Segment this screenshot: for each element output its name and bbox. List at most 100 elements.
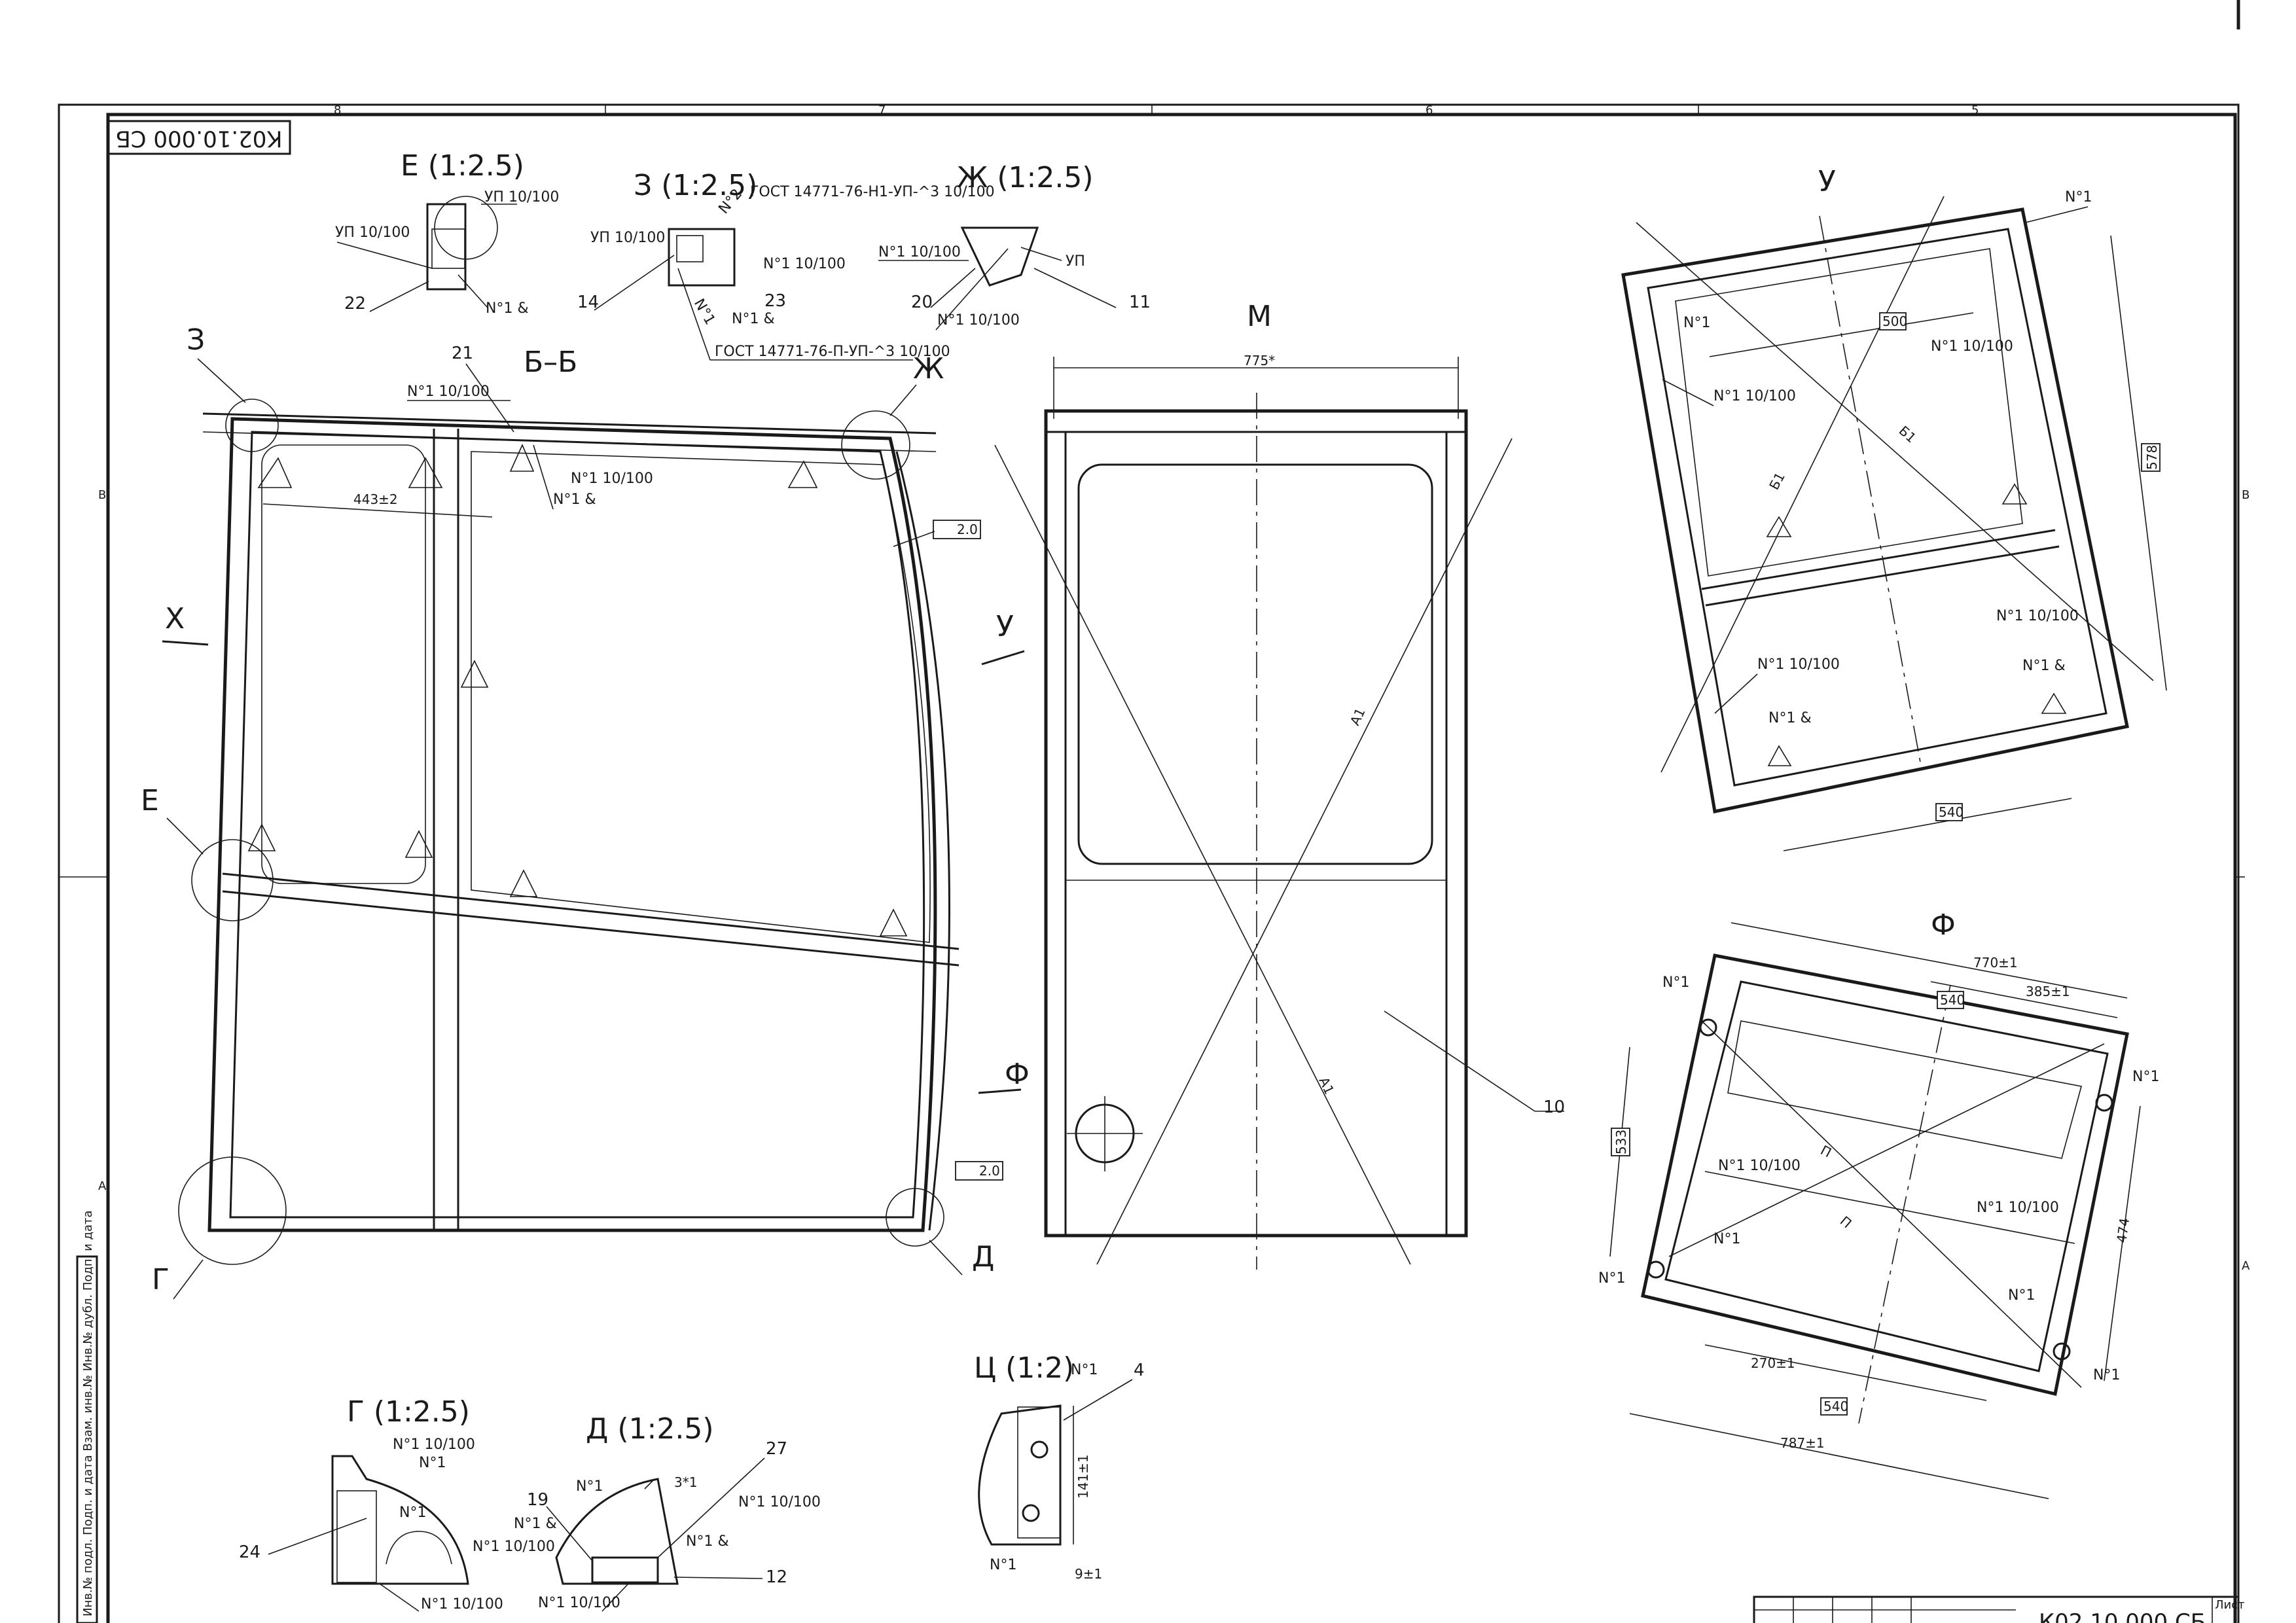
weld-note: N°1 & <box>2022 658 2066 674</box>
clip <box>460 660 489 688</box>
leader <box>601 1583 629 1612</box>
clip <box>1766 516 1792 537</box>
leader <box>2025 206 2089 223</box>
weld-note: N°1 <box>1598 1270 1625 1287</box>
clip <box>1767 745 1792 766</box>
leader-number: 19 <box>527 1490 548 1510</box>
weld-note: N°1 10/100 <box>1996 608 2079 624</box>
marker-g: Г <box>152 1263 170 1296</box>
leader-number: 23 <box>764 291 786 311</box>
clip <box>404 830 433 858</box>
dimension-line <box>1709 312 1974 357</box>
leader-number: 12 <box>766 1567 787 1587</box>
grid-col-label: 7 <box>878 103 886 117</box>
weld-note: N°1 & <box>514 1516 557 1532</box>
view-title: Г (1:2.5) <box>347 1395 470 1429</box>
diagonal <box>1660 196 1945 773</box>
centre-axis <box>1819 215 1922 766</box>
panel-outline <box>1621 207 2129 813</box>
weld-note: N°1 10/100 <box>878 244 961 260</box>
panel-inner <box>1647 228 2108 787</box>
clip <box>257 457 293 488</box>
view-f: Ф П П 770±1 385±1 540 533 474 270±1 540 … <box>1598 908 2159 1499</box>
flatness-box <box>955 1161 1003 1181</box>
weld-note: N°1 <box>1071 1362 1098 1378</box>
weld-note: УП 10/100 <box>590 230 665 246</box>
diagonal <box>1668 1043 2105 1257</box>
leader-number: 4 <box>1134 1361 1145 1380</box>
dimension-line <box>1731 922 2128 999</box>
dim-box <box>1879 312 1907 330</box>
detail-c: Ц (1:2) N°1 N°1 4 141±1 9±1 <box>974 1351 1145 1582</box>
weld-note: ГОСТ 14771-76-П-УП-^3 10/100 <box>715 344 950 360</box>
leader <box>1020 247 1062 261</box>
bracket <box>1017 1406 1061 1539</box>
window-opening <box>1675 248 2023 577</box>
cross-bar <box>222 890 960 967</box>
bolt-hole <box>1022 1504 1040 1522</box>
weld-note: N°1 <box>2093 1367 2120 1383</box>
leader-number: 22 <box>344 294 366 313</box>
view-title: М <box>1247 300 1272 333</box>
cross-bar <box>1704 1171 2075 1244</box>
diagonal <box>1096 438 1513 1265</box>
leader <box>1714 673 1758 714</box>
marker-x: Х <box>165 602 185 635</box>
weld-note: N°1 10/100 <box>1977 1200 2059 1216</box>
grid-row-label: А <box>2242 1259 2250 1273</box>
leader <box>546 1506 593 1561</box>
weld-note: N°1 10/100 <box>571 471 653 487</box>
dim-box <box>2141 443 2161 472</box>
weld-note: N°1 10/100 <box>1757 656 1840 673</box>
leader <box>1662 379 1714 406</box>
grid-row-label: А <box>98 1179 107 1193</box>
dimension-value: 3*1 <box>674 1474 697 1490</box>
leader <box>379 1583 420 1612</box>
clip <box>787 460 818 488</box>
detail-zh: Ж (1:2.5) УП N°1 10/100 N°1 10/100 20 11 <box>878 161 1151 330</box>
view-arrow <box>978 1088 1022 1094</box>
inverted-doc-number: К02.10.000 СБ <box>115 126 282 152</box>
leader <box>173 1259 204 1300</box>
diag-label: Б1 <box>1766 470 1788 493</box>
diag-label: П <box>1837 1213 1855 1231</box>
dim-box <box>1611 1128 1630 1156</box>
diag-label: Б1 <box>1896 423 1920 446</box>
dimension-line <box>1930 981 2118 1018</box>
weld-note: N°1 <box>2008 1287 2035 1304</box>
frame-outline <box>207 417 937 1232</box>
leader-number: 27 <box>766 1439 787 1459</box>
window-opening <box>1727 1020 2082 1159</box>
marker-zh: Ж <box>913 352 944 385</box>
marker-y: У <box>996 610 1014 643</box>
dim-box <box>1937 991 1964 1009</box>
leader <box>889 384 917 416</box>
panel-outline <box>1044 409 1468 1238</box>
marker-z: З <box>187 323 205 357</box>
window-opening <box>261 444 426 884</box>
doc-number: К02.10.000 СБ <box>2039 1609 2206 1623</box>
detail-g: Г (1:2.5) N°1 10/100 N°1 N°1 N°1 10/100 … <box>239 1395 503 1613</box>
weld-note: N°1 10/100 <box>538 1595 620 1611</box>
leader <box>197 358 246 403</box>
cross-bar <box>222 872 960 950</box>
weld-note: N°1 <box>1713 1231 1740 1247</box>
dim-box <box>1935 803 1963 821</box>
leader <box>457 274 488 308</box>
leader <box>929 1240 963 1275</box>
detail-z: З (1:2.5) ГОСТ 14771-76-Н1-УП-^3 10/100 … <box>577 169 995 361</box>
view-title: Е (1:2.5) <box>401 149 524 183</box>
grid-row-label: В <box>98 488 106 502</box>
title-block <box>1753 1596 2240 1623</box>
dimension-value: 385±1 <box>2026 984 2070 999</box>
leader <box>369 281 429 312</box>
marker-e: Е <box>141 784 159 817</box>
inverted-stamp-box <box>107 120 291 155</box>
detail-d: Д (1:2.5) 3*1 N°1 N°1 & N°1 10/100 N°1 1… <box>473 1412 821 1612</box>
leader <box>268 1518 367 1555</box>
leader <box>677 268 711 361</box>
leader <box>657 1457 765 1558</box>
leader <box>673 1577 763 1579</box>
weld-note: N°1 10/100 <box>473 1539 555 1555</box>
frame-inner <box>1664 980 2109 1372</box>
